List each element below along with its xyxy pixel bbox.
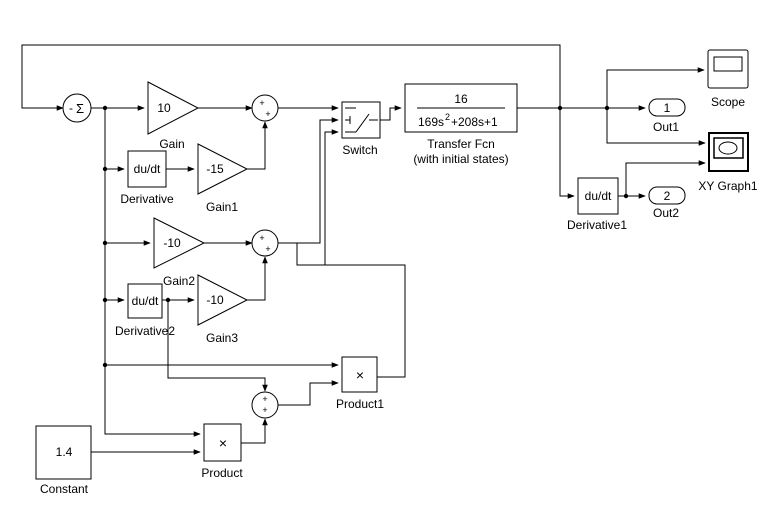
product1-symbol: × [356, 367, 364, 383]
wire-gain1-sum1[interactable] [247, 121, 268, 170]
out2-port[interactable]: 2 [648, 186, 686, 205]
sum-block-main[interactable]: - Σ [62, 93, 92, 123]
tf-numerator: 16 [454, 92, 468, 106]
wire-deriv2-sum3[interactable] [167, 300, 268, 392]
gain-block[interactable]: 10 [147, 81, 200, 135]
signal-lines [21, 44, 706, 455]
sum1-block[interactable]: + + [251, 94, 279, 122]
wire-to-xy-x[interactable] [606, 108, 706, 146]
sum3-block[interactable]: + + [251, 391, 279, 419]
junction-dot [604, 105, 610, 111]
product-label: Product [201, 466, 243, 480]
constant-block[interactable]: 1.4 [35, 425, 92, 480]
gain3-label: Gain3 [206, 331, 238, 345]
gain-value: 10 [157, 101, 171, 115]
sum-main-symbol: Σ [76, 101, 84, 116]
out1-value: 1 [664, 101, 671, 115]
derivative-value: du/dt [134, 162, 161, 176]
out2-value: 2 [664, 189, 671, 203]
sum3-sign-b: + [262, 405, 267, 415]
sum1-sign-a: + [259, 98, 264, 108]
junction-dot [102, 166, 108, 172]
junction-dot [102, 362, 108, 368]
out1-label: Out1 [653, 120, 679, 134]
wire-feedback-loop[interactable] [21, 44, 561, 111]
derivative2-label: Derivative2 [115, 324, 175, 338]
constant-value: 1.4 [56, 445, 73, 459]
derivative1-label: Derivative1 [567, 218, 627, 232]
gain2-label: Gain2 [163, 274, 195, 288]
junction-dot [623, 193, 629, 199]
gain2-block[interactable]: -10 [153, 217, 206, 269]
gain-label: Gain [159, 137, 184, 151]
junction-dot [102, 240, 108, 246]
sum2-sign-b: + [265, 244, 270, 254]
sum-main-sign: - [69, 101, 73, 115]
wire-product-sum3[interactable] [241, 418, 268, 444]
tf-denominator-b: +208s+1 [451, 115, 498, 129]
junction-dot [165, 297, 171, 303]
wire-to-derivative1[interactable] [559, 108, 575, 199]
wire-vertical-bus[interactable] [104, 108, 201, 437]
scope-label: Scope [711, 95, 745, 109]
gain1-value: -15 [206, 162, 224, 176]
tf-label: Transfer Fcn [427, 137, 495, 151]
tf-label-2: (with initial states) [413, 152, 508, 166]
xy-graph-label: XY Graph1 [698, 179, 757, 193]
gain3-value: -10 [206, 293, 224, 307]
gain2-value: -10 [163, 236, 181, 250]
derivative1-block[interactable]: du/dt [577, 177, 619, 215]
sum2-sign-a: + [259, 233, 264, 243]
sum2-block[interactable]: + + [251, 229, 279, 257]
gain1-block[interactable]: -15 [197, 143, 249, 195]
transfer-fcn-block[interactable]: 16 169s 2 +208s+1 [404, 83, 518, 133]
product-symbol: × [219, 435, 227, 451]
junction-dot [102, 105, 108, 111]
gain3-block[interactable]: -10 [197, 274, 249, 326]
scope-block[interactable] [707, 49, 749, 89]
derivative-label: Derivative [120, 192, 174, 206]
junction-dot [102, 297, 108, 303]
wire-to-xy-y[interactable] [625, 160, 706, 196]
sum1-sign-b: + [265, 109, 270, 119]
sum3-sign-a: + [262, 394, 267, 404]
wire-switch-tf[interactable] [380, 105, 402, 121]
derivative2-value: du/dt [132, 294, 159, 308]
derivative2-block[interactable]: du/dt [127, 283, 163, 319]
derivative1-value: du/dt [585, 189, 612, 203]
product-block[interactable]: × [203, 423, 242, 462]
junction-dot [557, 105, 563, 111]
wire-sum3-product1[interactable] [278, 380, 339, 406]
tf-denominator-exp: 2 [445, 112, 450, 122]
product1-block[interactable]: × [341, 356, 378, 393]
switch-label: Switch [342, 143, 377, 157]
derivative-block[interactable]: du/dt [127, 150, 167, 188]
xy-graph-block[interactable] [708, 132, 749, 172]
wire-sum2-switch-ctrl[interactable] [278, 117, 339, 244]
switch-block[interactable] [341, 101, 381, 139]
constant-label: Constant [40, 482, 89, 496]
tf-denominator-a: 169s [418, 115, 444, 129]
wire-gain3-sum2[interactable] [247, 256, 268, 301]
gain1-label: Gain1 [206, 200, 238, 214]
out1-port[interactable]: 1 [648, 98, 686, 117]
out2-label: Out2 [653, 206, 679, 220]
product1-label: Product1 [336, 397, 384, 411]
wire-switch-lower[interactable] [324, 129, 339, 265]
